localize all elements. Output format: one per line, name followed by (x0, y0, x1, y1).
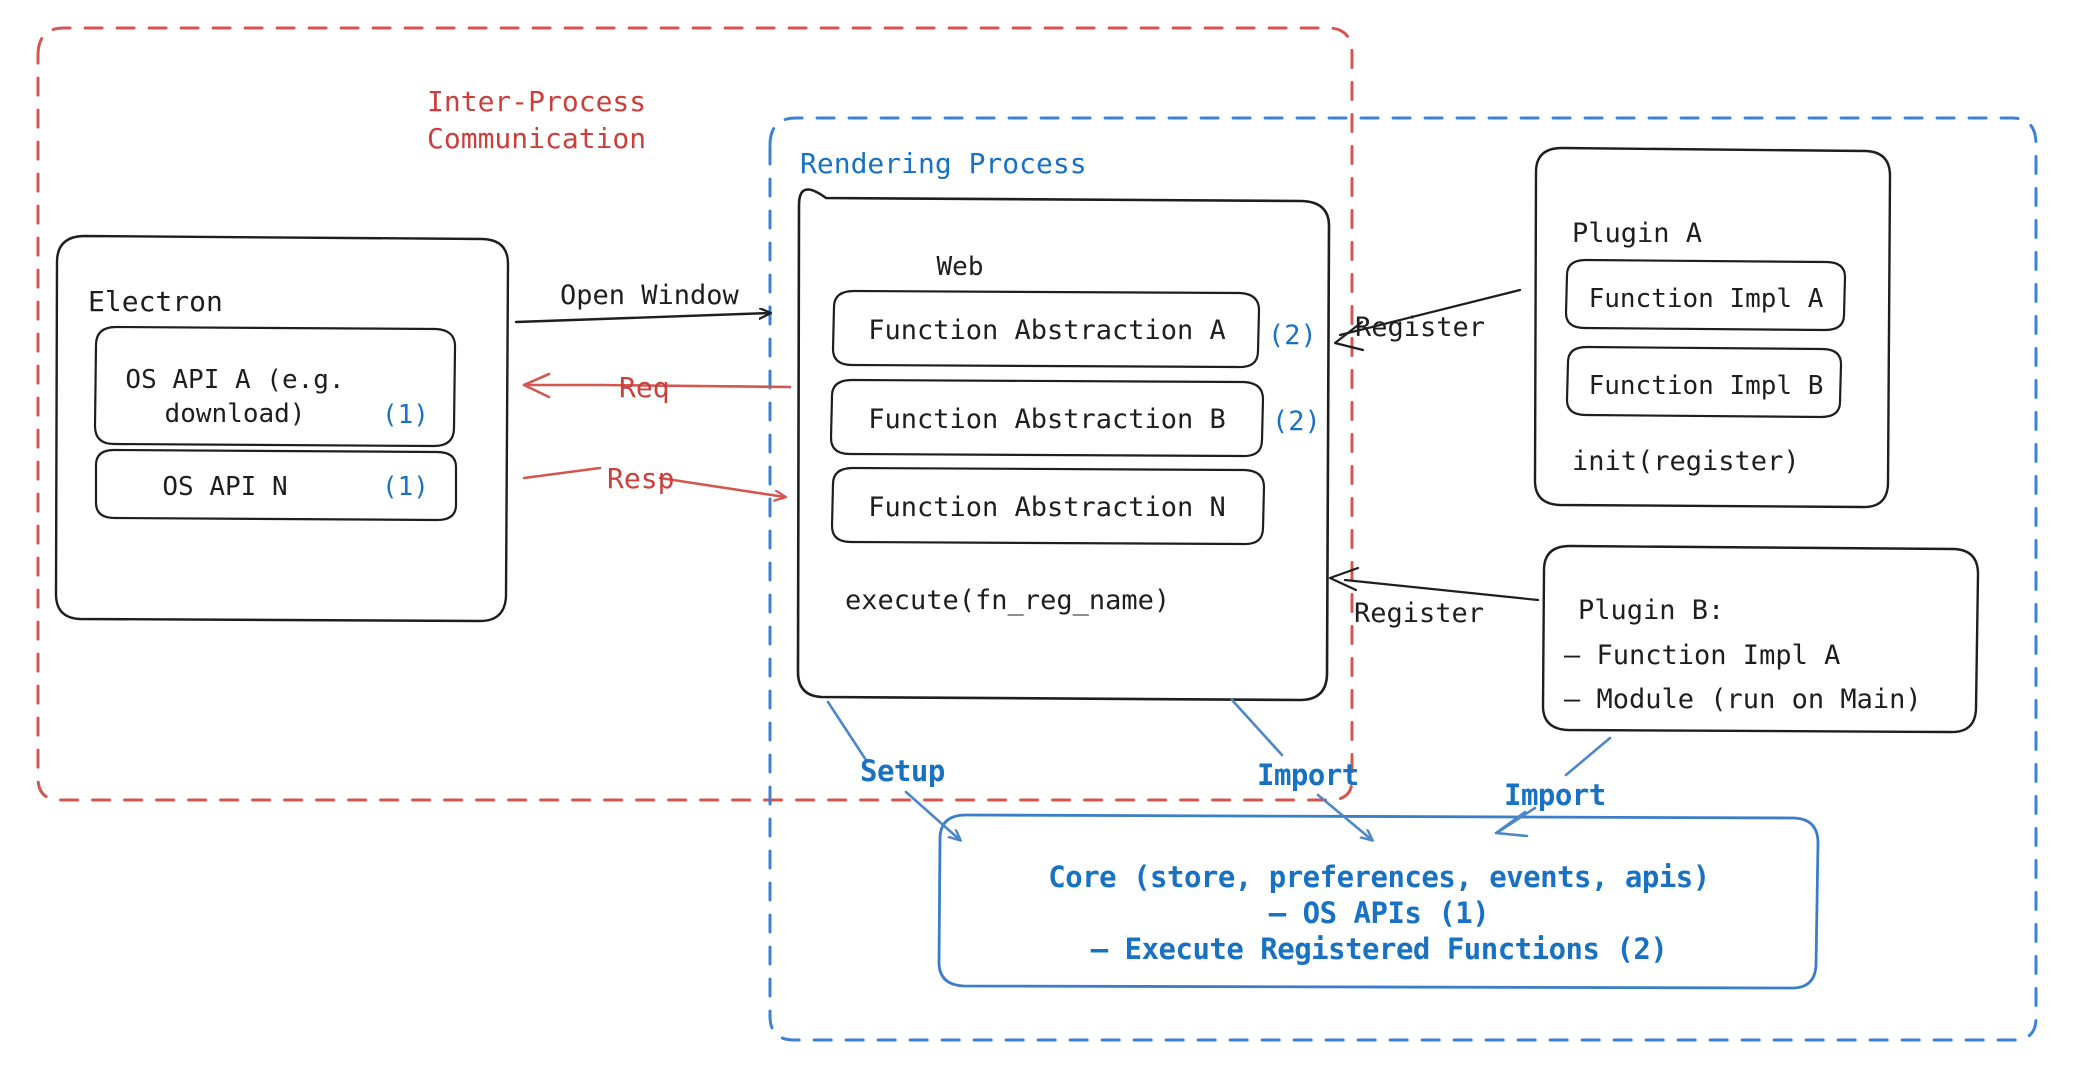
group-label-ipc: Inter-Process Communication (427, 85, 647, 155)
edge-label-req: Req (619, 371, 670, 404)
plugin-a-item-0-label: Function Impl A (1588, 284, 1824, 314)
group-label-rendering-process: Rendering Process (800, 147, 1087, 180)
node-core-box (937, 813, 1820, 990)
edge-setup (826, 700, 960, 840)
web-footer-execute: execute(fn_reg_name) (845, 585, 1171, 616)
node-title-plugin-a: Plugin A (1572, 218, 1703, 249)
edge-import-web (1230, 698, 1372, 840)
plugin-b-line-1: – Function Impl A (1564, 640, 1841, 671)
edge-resp (522, 466, 785, 497)
edge-open-window (514, 313, 770, 324)
electron-item-0-label: OS API A (e.g. download) (125, 365, 345, 430)
group-rendering-boundary (768, 116, 2038, 1042)
web-item-1-tag: (2) (1272, 406, 1321, 437)
edge-label-open-window: Open Window (560, 280, 739, 311)
node-plugin-a-box (1533, 146, 1892, 509)
web-item-1-label: Function Abstraction B (868, 404, 1226, 435)
node-web-box (796, 188, 1331, 702)
web-item-2-label: Function Abstraction N (868, 492, 1226, 523)
edge-label-import-plugin-b: Import (1504, 778, 1606, 812)
edge-label-register-plugin-b: Register (1354, 598, 1485, 629)
plugin-a-footer-init: init(register) (1572, 446, 1800, 477)
node-plugin-b-box (1541, 544, 1980, 734)
plugin-b-line-2: – Module (run on Main) (1564, 684, 1922, 715)
electron-item-0-tag: (1) (382, 400, 429, 430)
node-title-electron: Electron (88, 285, 223, 318)
node-electron-box (54, 234, 510, 623)
plugin-b-line-0: Plugin B: (1578, 595, 1725, 626)
electron-item-1-tag: (1) (382, 472, 429, 502)
core-line-2: – Execute Registered Functions (2) (1090, 932, 1668, 966)
node-title-web: Web (936, 252, 984, 282)
core-line-1: – OS APIs (1) (1268, 896, 1490, 930)
edge-req (522, 372, 792, 399)
edge-label-resp: Resp (607, 462, 675, 495)
electron-item-1-label: OS API N (162, 472, 288, 502)
edge-label-setup: Setup (860, 754, 945, 788)
edge-register-plugin-b (1328, 566, 1540, 602)
core-line-0: Core (store, preferences, events, apis) (1048, 860, 1710, 894)
group-ipc-boundary (36, 26, 1354, 802)
edge-import-plugin-b (1494, 736, 1612, 838)
web-item-0-tag: (2) (1268, 320, 1317, 351)
edge-register-plugin-a (1333, 288, 1522, 352)
edge-label-import-web: Import (1257, 758, 1359, 792)
web-item-0-label: Function Abstraction A (868, 315, 1226, 346)
edge-label-register-plugin-a: Register (1355, 312, 1486, 343)
plugin-a-item-1-label: Function Impl B (1588, 371, 1824, 401)
